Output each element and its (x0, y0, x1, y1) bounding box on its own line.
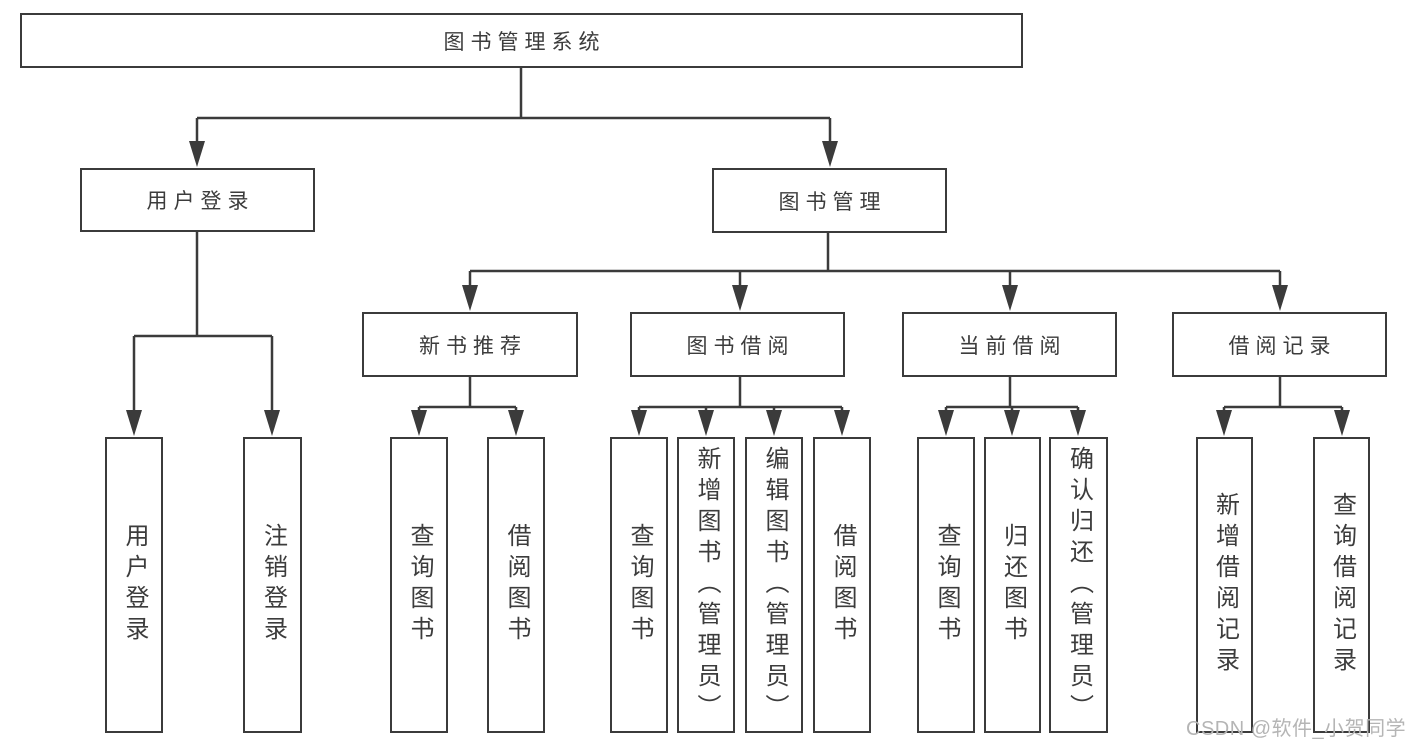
leaf-query-books-borrowing: 查询图书 (610, 437, 668, 733)
node-user-login: 用户登录 (80, 168, 315, 232)
csdn-watermark: CSDN @软件_小贺同学 (1186, 718, 1405, 740)
leaf-user-login: 用户登录 (105, 437, 163, 733)
leaf-query-books-current-label: 查询图书 (933, 523, 960, 647)
node-user-login-label: 用户登录 (146, 190, 255, 213)
leaf-borrow-books-recommend: 借阅图书 (487, 437, 545, 733)
leaf-confirm-return-admin: 确认归还（管理员） (1049, 437, 1108, 733)
leaf-confirm-return-admin-label: 确认归还（管理员） (1065, 445, 1093, 725)
node-current-borrowing-label: 当前借阅 (958, 334, 1067, 358)
leaf-edit-books-admin: 编辑图书（管理员） (745, 437, 803, 733)
leaf-return-books: 归还图书 (984, 437, 1041, 733)
leaf-user-login-label: 用户登录 (121, 523, 148, 647)
node-book-management: 图书管理 (712, 168, 947, 233)
leaf-add-borrow-record: 新增借阅记录 (1196, 437, 1253, 733)
arrowhead-icons (126, 141, 1350, 436)
leaf-edit-books-admin-label: 编辑图书（管理员） (761, 445, 788, 725)
node-current-borrowing: 当前借阅 (902, 312, 1117, 377)
leaf-add-borrow-record-label: 新增借阅记录 (1211, 492, 1239, 678)
leaf-borrow-books-recommend-label: 借阅图书 (503, 523, 530, 647)
leaf-query-books-recommend: 查询图书 (390, 437, 448, 733)
node-new-book-recommend: 新书推荐 (362, 312, 578, 377)
leaf-query-books-current: 查询图书 (917, 437, 975, 733)
node-book-borrowing-label: 图书借阅 (686, 334, 795, 358)
leaf-logout-login: 注销登录 (243, 437, 302, 733)
node-borrowing-records-label: 借阅记录 (1228, 334, 1337, 358)
leaf-return-books-label: 归还图书 (999, 523, 1027, 647)
leaf-borrow-books-borrowing: 借阅图书 (813, 437, 871, 733)
leaf-query-borrow-record-label: 查询借阅记录 (1328, 492, 1356, 678)
leaf-add-books-admin-label: 新增图书（管理员） (693, 445, 720, 725)
node-root-label: 图书管理系统 (443, 30, 606, 54)
node-root: 图书管理系统 (20, 13, 1023, 68)
leaf-query-borrow-record: 查询借阅记录 (1313, 437, 1370, 733)
node-borrowing-records: 借阅记录 (1172, 312, 1387, 377)
leaf-borrow-books-borrowing-label: 借阅图书 (829, 523, 856, 647)
leaf-query-books-recommend-label: 查询图书 (406, 523, 433, 647)
node-book-borrowing: 图书借阅 (630, 312, 845, 377)
node-new-book-recommend-label: 新书推荐 (419, 334, 527, 358)
leaf-logout-login-label: 注销登录 (259, 523, 287, 647)
leaf-add-books-admin: 新增图书（管理员） (677, 437, 735, 733)
leaf-query-books-borrowing-label: 查询图书 (626, 523, 653, 647)
node-book-management-label: 图书管理 (778, 190, 887, 214)
